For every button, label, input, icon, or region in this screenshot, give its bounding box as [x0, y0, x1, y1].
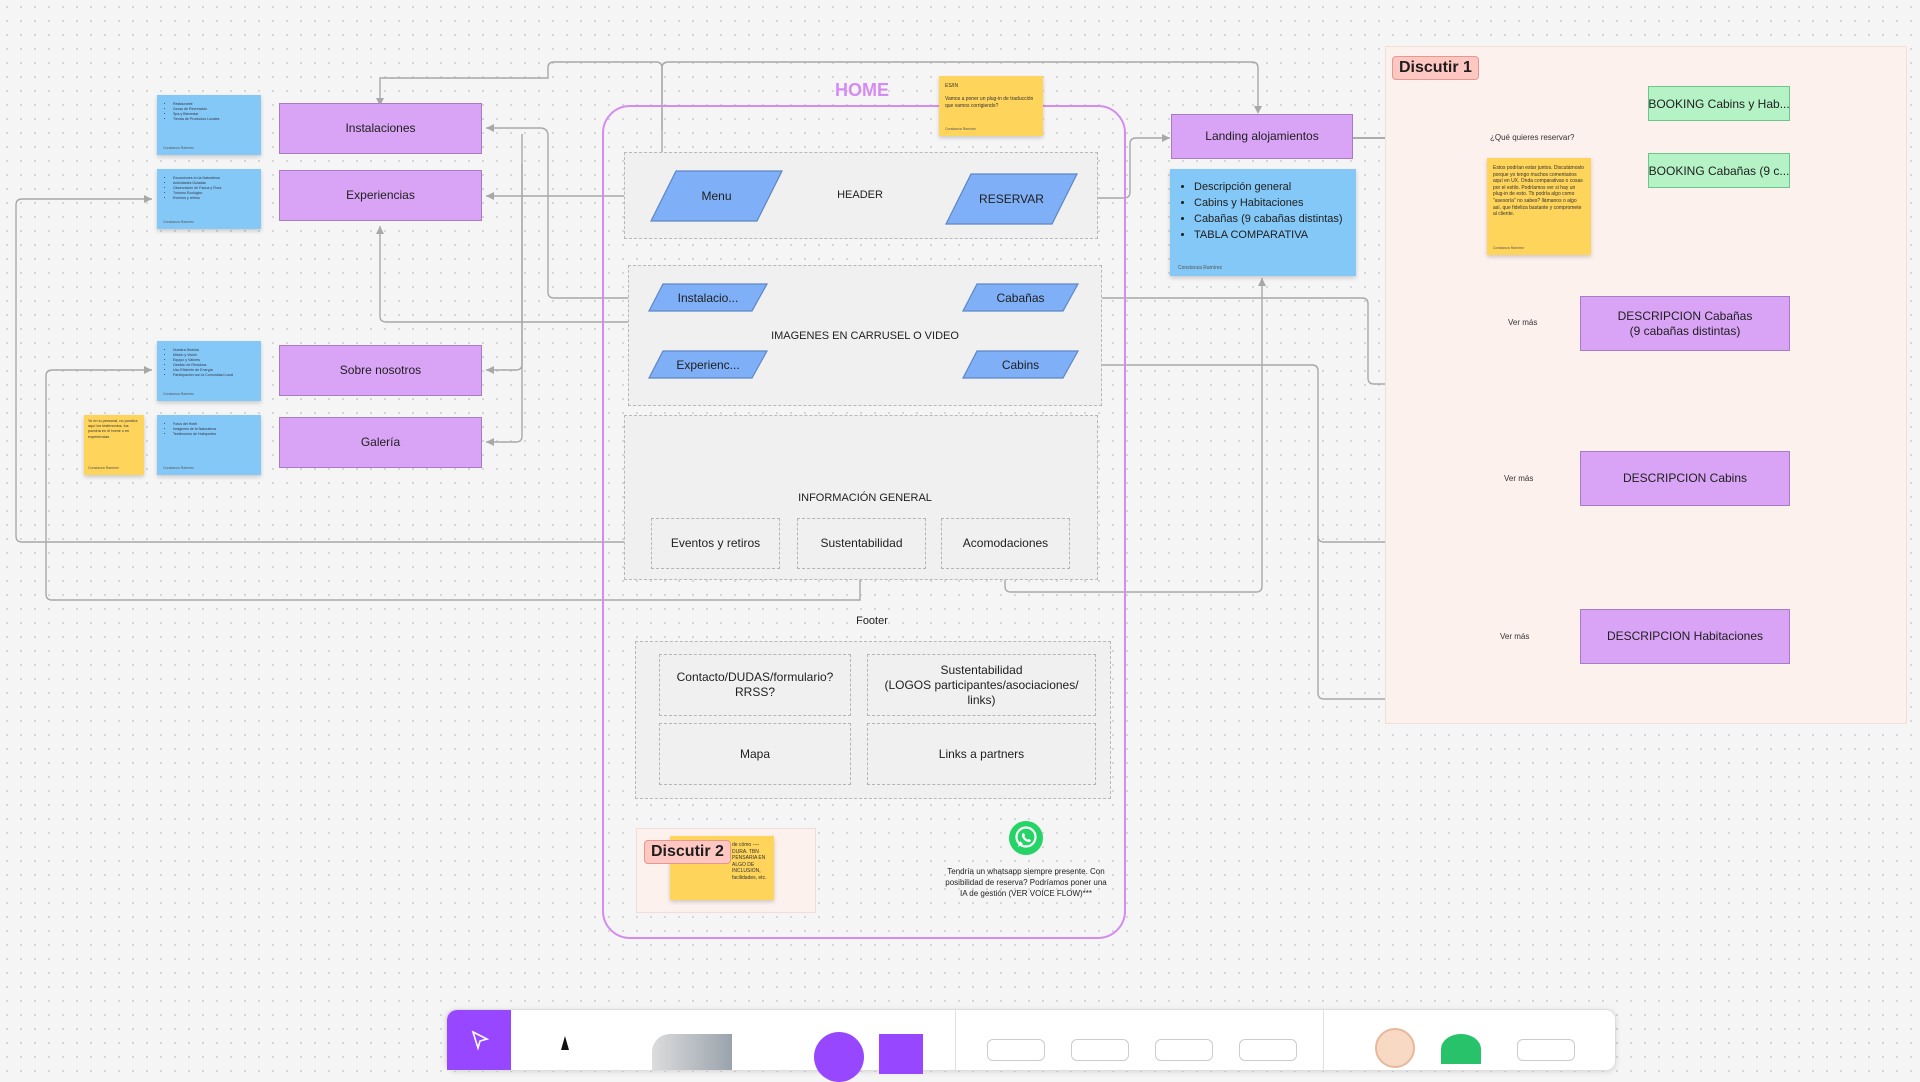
carousel-label: IMAGENES EN CARRUSEL O VIDEO	[771, 330, 959, 342]
sticky-author: Constanza Ramírez	[1493, 246, 1524, 250]
cursor-icon	[471, 1030, 490, 1051]
sticky-note-esin[interactable]: ES/IN Vamos a poner un plug-in de traduc…	[939, 76, 1043, 136]
carousel-experiencias[interactable]: Experienc...	[648, 350, 768, 379]
info-label: INFORMACIÓN GENERAL	[798, 492, 932, 504]
reservar-label: RESERVAR	[979, 192, 1044, 206]
toolbar-divider	[1323, 1010, 1324, 1070]
toolbar-slot[interactable]	[1517, 1039, 1575, 1061]
sticky-note-instalaciones[interactable]: RestauranteZonas de RecreaciónSpa y Bien…	[157, 95, 261, 155]
ver-mas-cabins: Ver más	[1504, 474, 1534, 483]
ver-mas-habitaciones: Ver más	[1500, 632, 1530, 641]
footer-sustentabilidad-button[interactable]: Sustentabilidad (LOGOS participantes/aso…	[867, 654, 1096, 716]
desc-cabanas-button[interactable]: DESCRIPCION Cabañas (9 cabañas distintas…	[1580, 296, 1790, 351]
home-frame[interactable]	[602, 105, 1126, 939]
menu-label: Menu	[701, 189, 732, 203]
booking-cabanas-button[interactable]: BOOKING Cabañas (9 c...	[1648, 153, 1790, 188]
carousel-cabanas-label: Cabañas	[996, 290, 1045, 305]
eventos-button[interactable]: Eventos y retiros	[651, 518, 780, 569]
acomodaciones-button[interactable]: Acomodaciones	[941, 518, 1070, 569]
landing-description-note[interactable]: Descripción general Cabins y Habitacione…	[1170, 169, 1356, 276]
carousel-cabins[interactable]: Cabins	[962, 350, 1079, 379]
sticky-author: Constanza Ramírez	[1178, 265, 1223, 271]
landing-bullets: Descripción general Cabins y Habitacione…	[1178, 179, 1348, 243]
mapa-button[interactable]: Mapa	[659, 723, 851, 785]
ver-mas-cabanas: Ver más	[1508, 318, 1538, 327]
page-sobre-nosotros[interactable]: Sobre nosotros	[279, 345, 482, 396]
carousel-experiencias-label: Experienc...	[676, 357, 740, 372]
toolbar-divider	[955, 1010, 956, 1070]
sticky-note-testimonios[interactable]: Yo en lo personal, no pondría aquí los t…	[84, 415, 144, 475]
page-instalaciones[interactable]: Instalaciones	[279, 103, 482, 154]
sticky-note-sobre-nosotros[interactable]: Nuestra HistoriaMisión y VisiónEquipo y …	[157, 341, 261, 401]
footer-label: Footer	[856, 615, 888, 627]
sticky-author: Constanza Ramírez	[945, 127, 976, 131]
toolbar-slot[interactable]	[1155, 1039, 1213, 1061]
booking-cabins-button[interactable]: BOOKING Cabins y Hab...	[1648, 86, 1790, 121]
toolbar-slot[interactable]	[1071, 1039, 1129, 1061]
question-label: ¿Qué quieres reservar?	[1490, 133, 1575, 142]
sticky-note-experiencias[interactable]: Excursiones en la NaturalezaActividades …	[157, 169, 261, 229]
sticky-list: Excursiones en la NaturalezaActividades …	[163, 176, 255, 201]
landing-alojamientos[interactable]: Landing alojamientos	[1171, 114, 1353, 159]
select-tool-button[interactable]	[447, 1010, 511, 1070]
links-partners-button[interactable]: Links a partners	[867, 723, 1096, 785]
carousel-instalaciones[interactable]: Instalacio...	[648, 283, 768, 312]
shape-circle-tool[interactable]	[814, 1032, 864, 1082]
sticky-author: Constanza Ramírez	[163, 220, 194, 224]
desc-habitaciones-button[interactable]: DESCRIPCION Habitaciones	[1580, 609, 1790, 664]
sticky-author: Constanza Ramírez	[163, 146, 194, 150]
sticker-frog-icon[interactable]	[1441, 1034, 1481, 1064]
page-galeria[interactable]: Galería	[279, 417, 482, 468]
toolbar-slot[interactable]	[1239, 1039, 1297, 1061]
discutir-1-tag[interactable]: Discutir 1	[1392, 56, 1479, 80]
contacto-button[interactable]: Contacto/DUDAS/formulario? RRSS?	[659, 654, 851, 716]
whatsapp-note: Tendría un whatsapp siempre presente. Co…	[945, 867, 1107, 898]
shape-square-tool[interactable]	[879, 1034, 923, 1074]
sticky-list: Nuestra HistoriaMisión y VisiónEquipo y …	[163, 348, 255, 378]
desc-cabins-button[interactable]: DESCRIPCION Cabins	[1580, 451, 1790, 506]
marker-tool-icon[interactable]	[652, 1034, 732, 1070]
sticky-note-galeria[interactable]: Fotos del HotelImágenes de la Naturaleza…	[157, 415, 261, 475]
sticker-face-icon[interactable]	[1375, 1028, 1415, 1068]
sticky-author: Constanza Ramírez	[163, 392, 194, 396]
sticky-note-comparativas[interactable]: Estos podrían estar juntos. Discutámoslo…	[1487, 158, 1591, 255]
pen-tool-icon[interactable]	[561, 1036, 569, 1050]
carousel-cabanas[interactable]: Cabañas	[962, 283, 1079, 312]
carousel-cabins-label: Cabins	[1001, 357, 1040, 372]
carousel-instalaciones-label: Instalacio...	[677, 290, 739, 305]
sticky-list: Fotos del HotelImágenes de la Naturaleza…	[163, 422, 255, 437]
page-experiencias[interactable]: Experiencias	[279, 170, 482, 221]
toolbar-slot[interactable]	[987, 1039, 1045, 1061]
sticky-author: Constanza Ramírez	[163, 466, 194, 470]
whatsapp-icon[interactable]	[1008, 820, 1044, 856]
sticky-author: Constanza Ramírez	[88, 466, 119, 470]
bottom-toolbar	[446, 1009, 1616, 1082]
header-label: HEADER	[837, 189, 883, 201]
home-title: HOME	[835, 80, 889, 100]
reservar-button[interactable]: RESERVAR	[945, 173, 1078, 225]
sustentabilidad-button[interactable]: Sustentabilidad	[797, 518, 926, 569]
discutir-2-tag[interactable]: Discutir 2	[644, 840, 731, 864]
sticky-list: RestauranteZonas de RecreaciónSpa y Bien…	[163, 102, 255, 122]
menu-button[interactable]: Menu	[650, 170, 783, 222]
